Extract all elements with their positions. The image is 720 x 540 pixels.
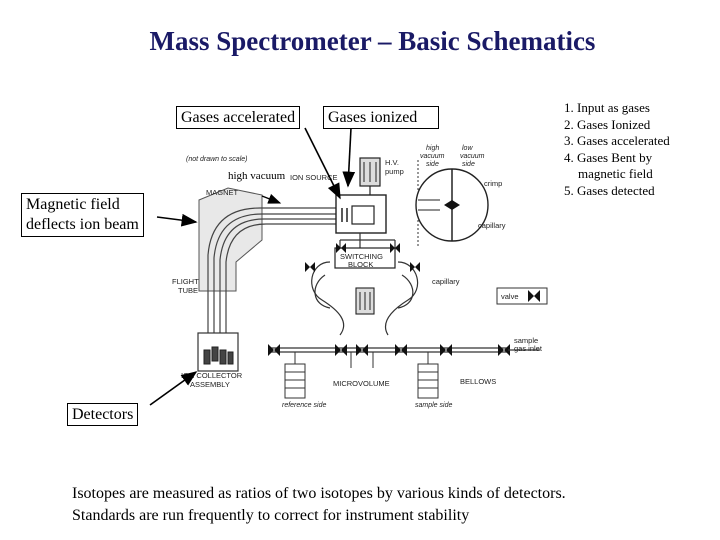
reference-side-label: reference side xyxy=(282,402,326,409)
switching-block xyxy=(334,247,396,269)
footer-notes: Isotopes are measured as ratios of two i… xyxy=(72,483,566,527)
magnetic-field-callout: Magnetic field deflects ion beam xyxy=(21,193,144,237)
switching-label-2: BLOCK xyxy=(348,260,373,269)
valves xyxy=(268,243,510,356)
bellows-label: BELLOWS xyxy=(460,377,496,386)
footer-line-1: Isotopes are measured as ratios of two i… xyxy=(72,485,566,502)
slide-title: Mass Spectrometer – Basic Schematics xyxy=(149,26,596,56)
callout-arrows xyxy=(149,127,356,406)
switching-label-1: SWITCHING xyxy=(340,252,383,261)
ion-collector-label-2: ASSEMBLY xyxy=(190,380,230,389)
ion-source-label: ION SOURCE xyxy=(290,173,338,182)
not-to-scale-label: (not drawn to scale) xyxy=(186,156,247,163)
high-vacuum-label: high vacuum xyxy=(228,168,286,185)
microvolume-label: MICROVOLUME xyxy=(333,379,390,388)
gases-accelerated-callout: Gases accelerated xyxy=(176,106,301,129)
sample-side-label: sample side xyxy=(415,402,452,409)
valve-legend-box xyxy=(496,287,548,305)
valve-label: valve xyxy=(501,292,519,301)
footer-line-2: Standards are run frequently to correct … xyxy=(72,507,470,524)
detectors-callout: Detectors xyxy=(67,403,139,426)
capillary-label: capillary xyxy=(478,221,506,230)
sample-inlet-label-2: gas inlet xyxy=(514,344,543,353)
low-side-1: low xyxy=(462,145,473,152)
gases-ionized-callout: Gases ionized xyxy=(323,106,439,129)
hv-pump-label-2: pump xyxy=(385,167,404,176)
step-3: 3. Gases accelerated xyxy=(564,133,670,149)
sample-inlet-label-1: sample xyxy=(514,336,538,345)
hv-pump-label-1: H.V. xyxy=(385,158,399,167)
capillary-label-2: capillary xyxy=(432,277,460,286)
flight-tube-label-2: TUBE xyxy=(178,286,198,295)
ion-collector-label-1: ION COLLECTOR xyxy=(181,371,243,380)
flight-tube-label-1: FLIGHT xyxy=(172,277,199,286)
low-side-3: side xyxy=(462,161,475,168)
high-side-2: vacuum xyxy=(420,153,445,160)
step-1: 1. Input as gases xyxy=(564,100,650,115)
ion-beam-paths xyxy=(207,207,338,340)
step-2: 2. Gases Ionized xyxy=(564,116,651,132)
step-4: 4. Gases Bent by xyxy=(564,149,653,165)
magnet-label: MAGNET xyxy=(206,188,239,197)
magnetic-field-line-2: deflects ion beam xyxy=(26,216,139,233)
low-side-2: vacuum xyxy=(460,153,485,160)
step-4-continued: magnetic field xyxy=(578,166,653,182)
step-5: 5. Gases detected xyxy=(564,182,655,198)
magnet-block xyxy=(198,187,263,292)
crimp-label: crimp xyxy=(484,179,502,188)
magnetic-field-line-1: Magnetic field xyxy=(26,196,120,213)
high-side-3: side xyxy=(426,161,439,168)
process-steps-list: 1. Input as gases 2. Gases Ionized 3. Ga… xyxy=(564,100,670,200)
collector-cups xyxy=(203,346,234,365)
high-side-1: high xyxy=(426,145,439,152)
